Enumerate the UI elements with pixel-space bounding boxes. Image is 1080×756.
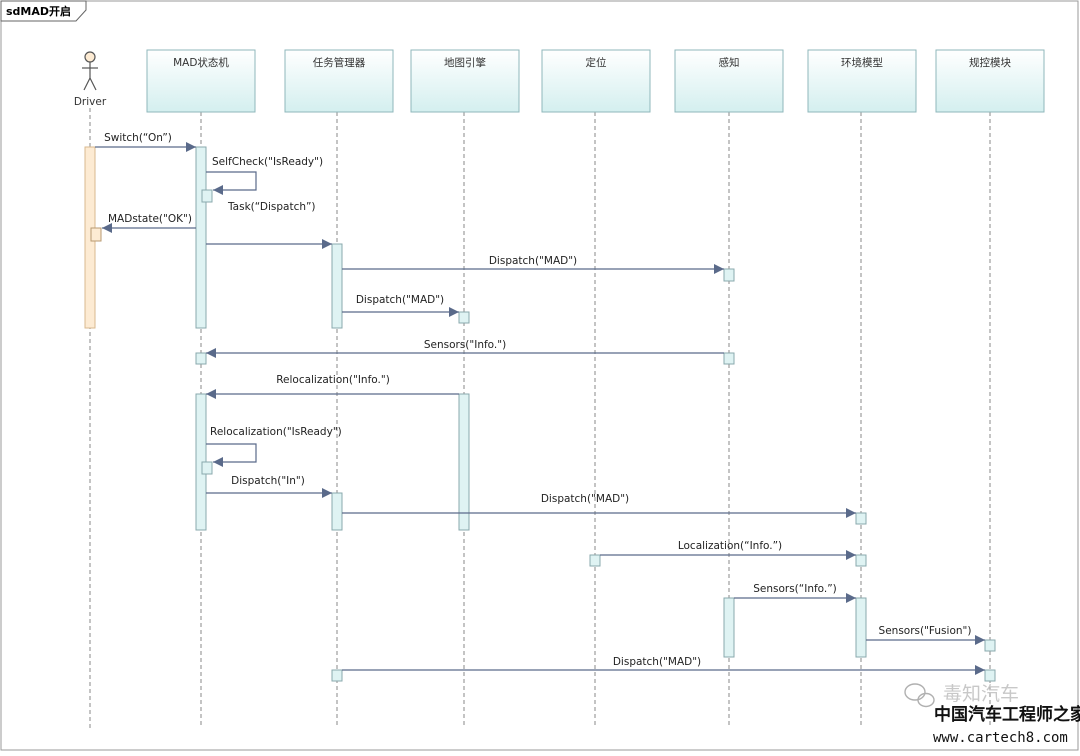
lifeline-label-map: 地图引擎 [444,56,486,69]
actor-driver [82,51,98,91]
message-label: Switch(“On”) [104,132,172,144]
activation-task-3 [331,669,343,682]
activation-per-2 [723,352,735,365]
activation-map-2 [458,393,470,531]
message-label: Sensors(“Info.”) [753,583,837,595]
lifeline-label-ctrl: 规控模块 [969,56,1011,69]
arrow-m2 [206,171,257,195]
lifeline-label-per: 感知 [719,56,740,69]
lifeline-head-mad: MAD状态机 [146,49,256,113]
activation-mad-1 [195,146,207,329]
lifeline-head-per: 感知 [674,49,784,113]
lifeline-dashes [89,108,991,728]
lifeline-label-task: 任务管理器 [313,56,366,69]
message-label: Dispatch("MAD") [489,255,577,267]
activation-env-3 [855,597,867,658]
lifeline-head-task: 任务管理器 [284,49,394,113]
message-label: Dispatch("MAD") [356,294,444,306]
actor-label-driver: Driver [74,96,107,108]
activation-per-1 [723,268,735,282]
watermark: 毒知汽车 中国汽车工程师之家 www.cartech8.com [904,683,1080,746]
activation-ctrl-2 [984,669,996,682]
message-label: Dispatch("MAD") [541,493,629,505]
message-label: Relocalization("IsReady") [210,426,342,438]
lifeline-label-loc: 定位 [586,56,607,69]
frame-tab [0,0,87,22]
watermark-url: www.cartech8.com [933,730,1068,746]
lifeline-head-map: 地图引擎 [410,49,520,113]
activation-bars [84,146,996,682]
wechat-icon [904,683,935,708]
message-label: SelfCheck("IsReady") [212,156,323,168]
activation-mad-self-1 [201,189,213,203]
activation-env-1 [855,512,867,525]
activation-map-1 [458,311,470,324]
activation-task-1 [331,243,343,329]
message-label: MADstate("OK") [108,213,192,225]
lifeline-head-ctrl: 规控模块 [935,49,1045,113]
arrow-m9 [206,443,257,467]
lifeline-head-env: 环境模型 [807,49,917,113]
lifeline-head-loc: 定位 [541,49,651,113]
activation-loc [589,554,601,567]
activation-task-2 [331,492,343,531]
activation-ctrl-1 [984,639,996,652]
message-label: Sensors("Fusion") [879,625,972,637]
message-label: Dispatch("In") [231,475,305,487]
diagram-title: sdMAD开启 [6,4,71,18]
activation-env-2 [855,554,867,567]
activation-driver-small [90,227,102,242]
message-label: Sensors("Info.") [424,339,506,351]
message-label: Task(“Dispatch”) [227,201,316,213]
message-arrows [95,142,985,675]
message-label: Localization(“Info.”) [678,540,782,552]
watermark-brand: 中国汽车工程师之家 [934,704,1080,725]
message-label: Dispatch("MAD") [613,656,701,668]
lifeline-label-mad: MAD状态机 [173,56,229,69]
message-label: Relocalization("Info.") [276,374,390,386]
activation-mad-self-2 [201,461,213,475]
lifeline-label-env: 环境模型 [841,56,883,69]
activation-mad-2 [195,352,207,365]
activation-per-3 [723,597,735,658]
watermark-brand-faded: 毒知汽车 [943,683,1019,705]
